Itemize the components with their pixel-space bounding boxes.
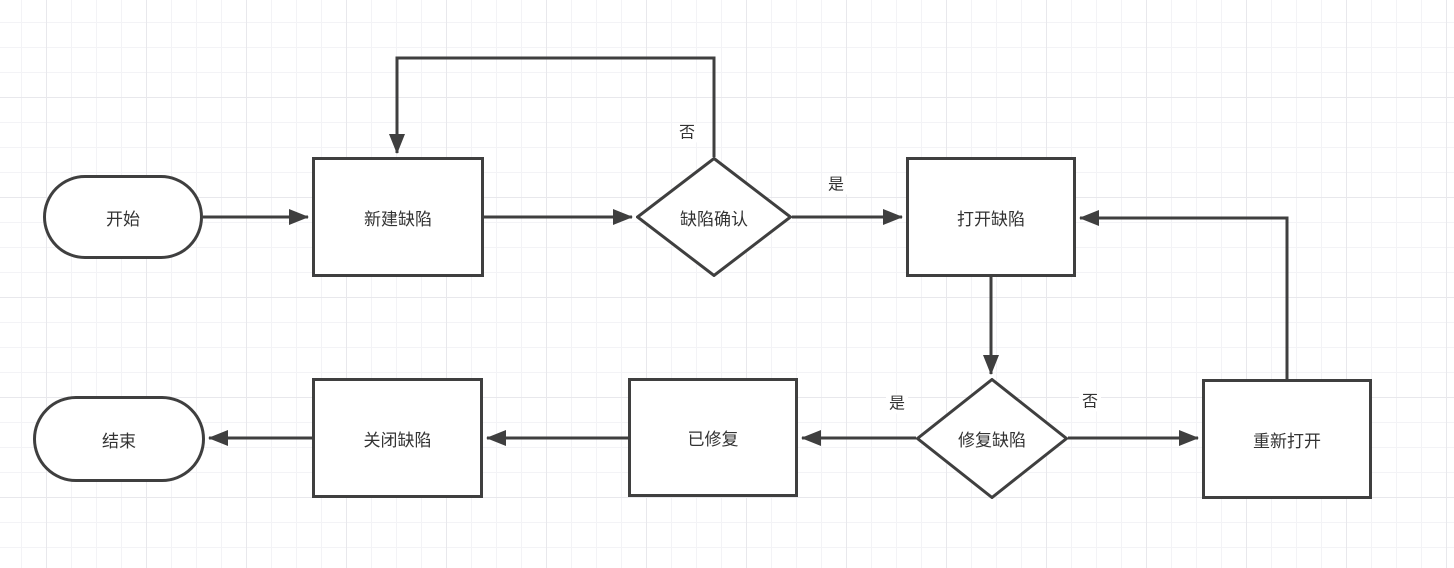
edge-confirm-no-loop-to-create[interactable]: [389, 56, 716, 157]
node-end-label: 结束: [102, 431, 136, 451]
node-close-defect[interactable]: 关闭缺陷: [312, 378, 483, 498]
node-confirm-defect-label: 缺陷确认: [680, 209, 748, 229]
node-fix-defect-label: 修复缺陷: [958, 431, 1026, 450]
decision-diamond-shape: [636, 157, 792, 277]
edge-label-fix-no: 否: [1078, 392, 1102, 412]
node-create-defect-label: 新建缺陷: [364, 209, 432, 229]
node-start[interactable]: 开始: [43, 175, 203, 259]
edge-label-confirm-yes: 是: [824, 175, 848, 195]
node-open-defect-label: 打开缺陷: [957, 209, 1025, 229]
node-fixed[interactable]: 已修复: [628, 378, 798, 497]
node-reopen[interactable]: 重新打开: [1202, 379, 1372, 499]
node-end[interactable]: 结束: [33, 396, 205, 482]
node-confirm-defect[interactable]: 缺陷确认: [636, 157, 792, 277]
decision-diamond-shape: [916, 378, 1068, 499]
edge-label-confirm-no: 否: [675, 123, 699, 143]
node-create-defect[interactable]: 新建缺陷: [312, 157, 484, 277]
node-reopen-label: 重新打开: [1253, 431, 1321, 451]
node-close-defect-label: 关闭缺陷: [363, 430, 432, 450]
node-fixed-label: 已修复: [687, 430, 739, 449]
edge-reopen-loop-to-open[interactable]: [1079, 210, 1289, 379]
node-fix-defect[interactable]: 修复缺陷: [916, 378, 1068, 499]
node-open-defect[interactable]: 打开缺陷: [906, 157, 1076, 277]
node-start-label: 开始: [106, 209, 140, 229]
edge-label-fix-yes: 是: [885, 394, 909, 414]
